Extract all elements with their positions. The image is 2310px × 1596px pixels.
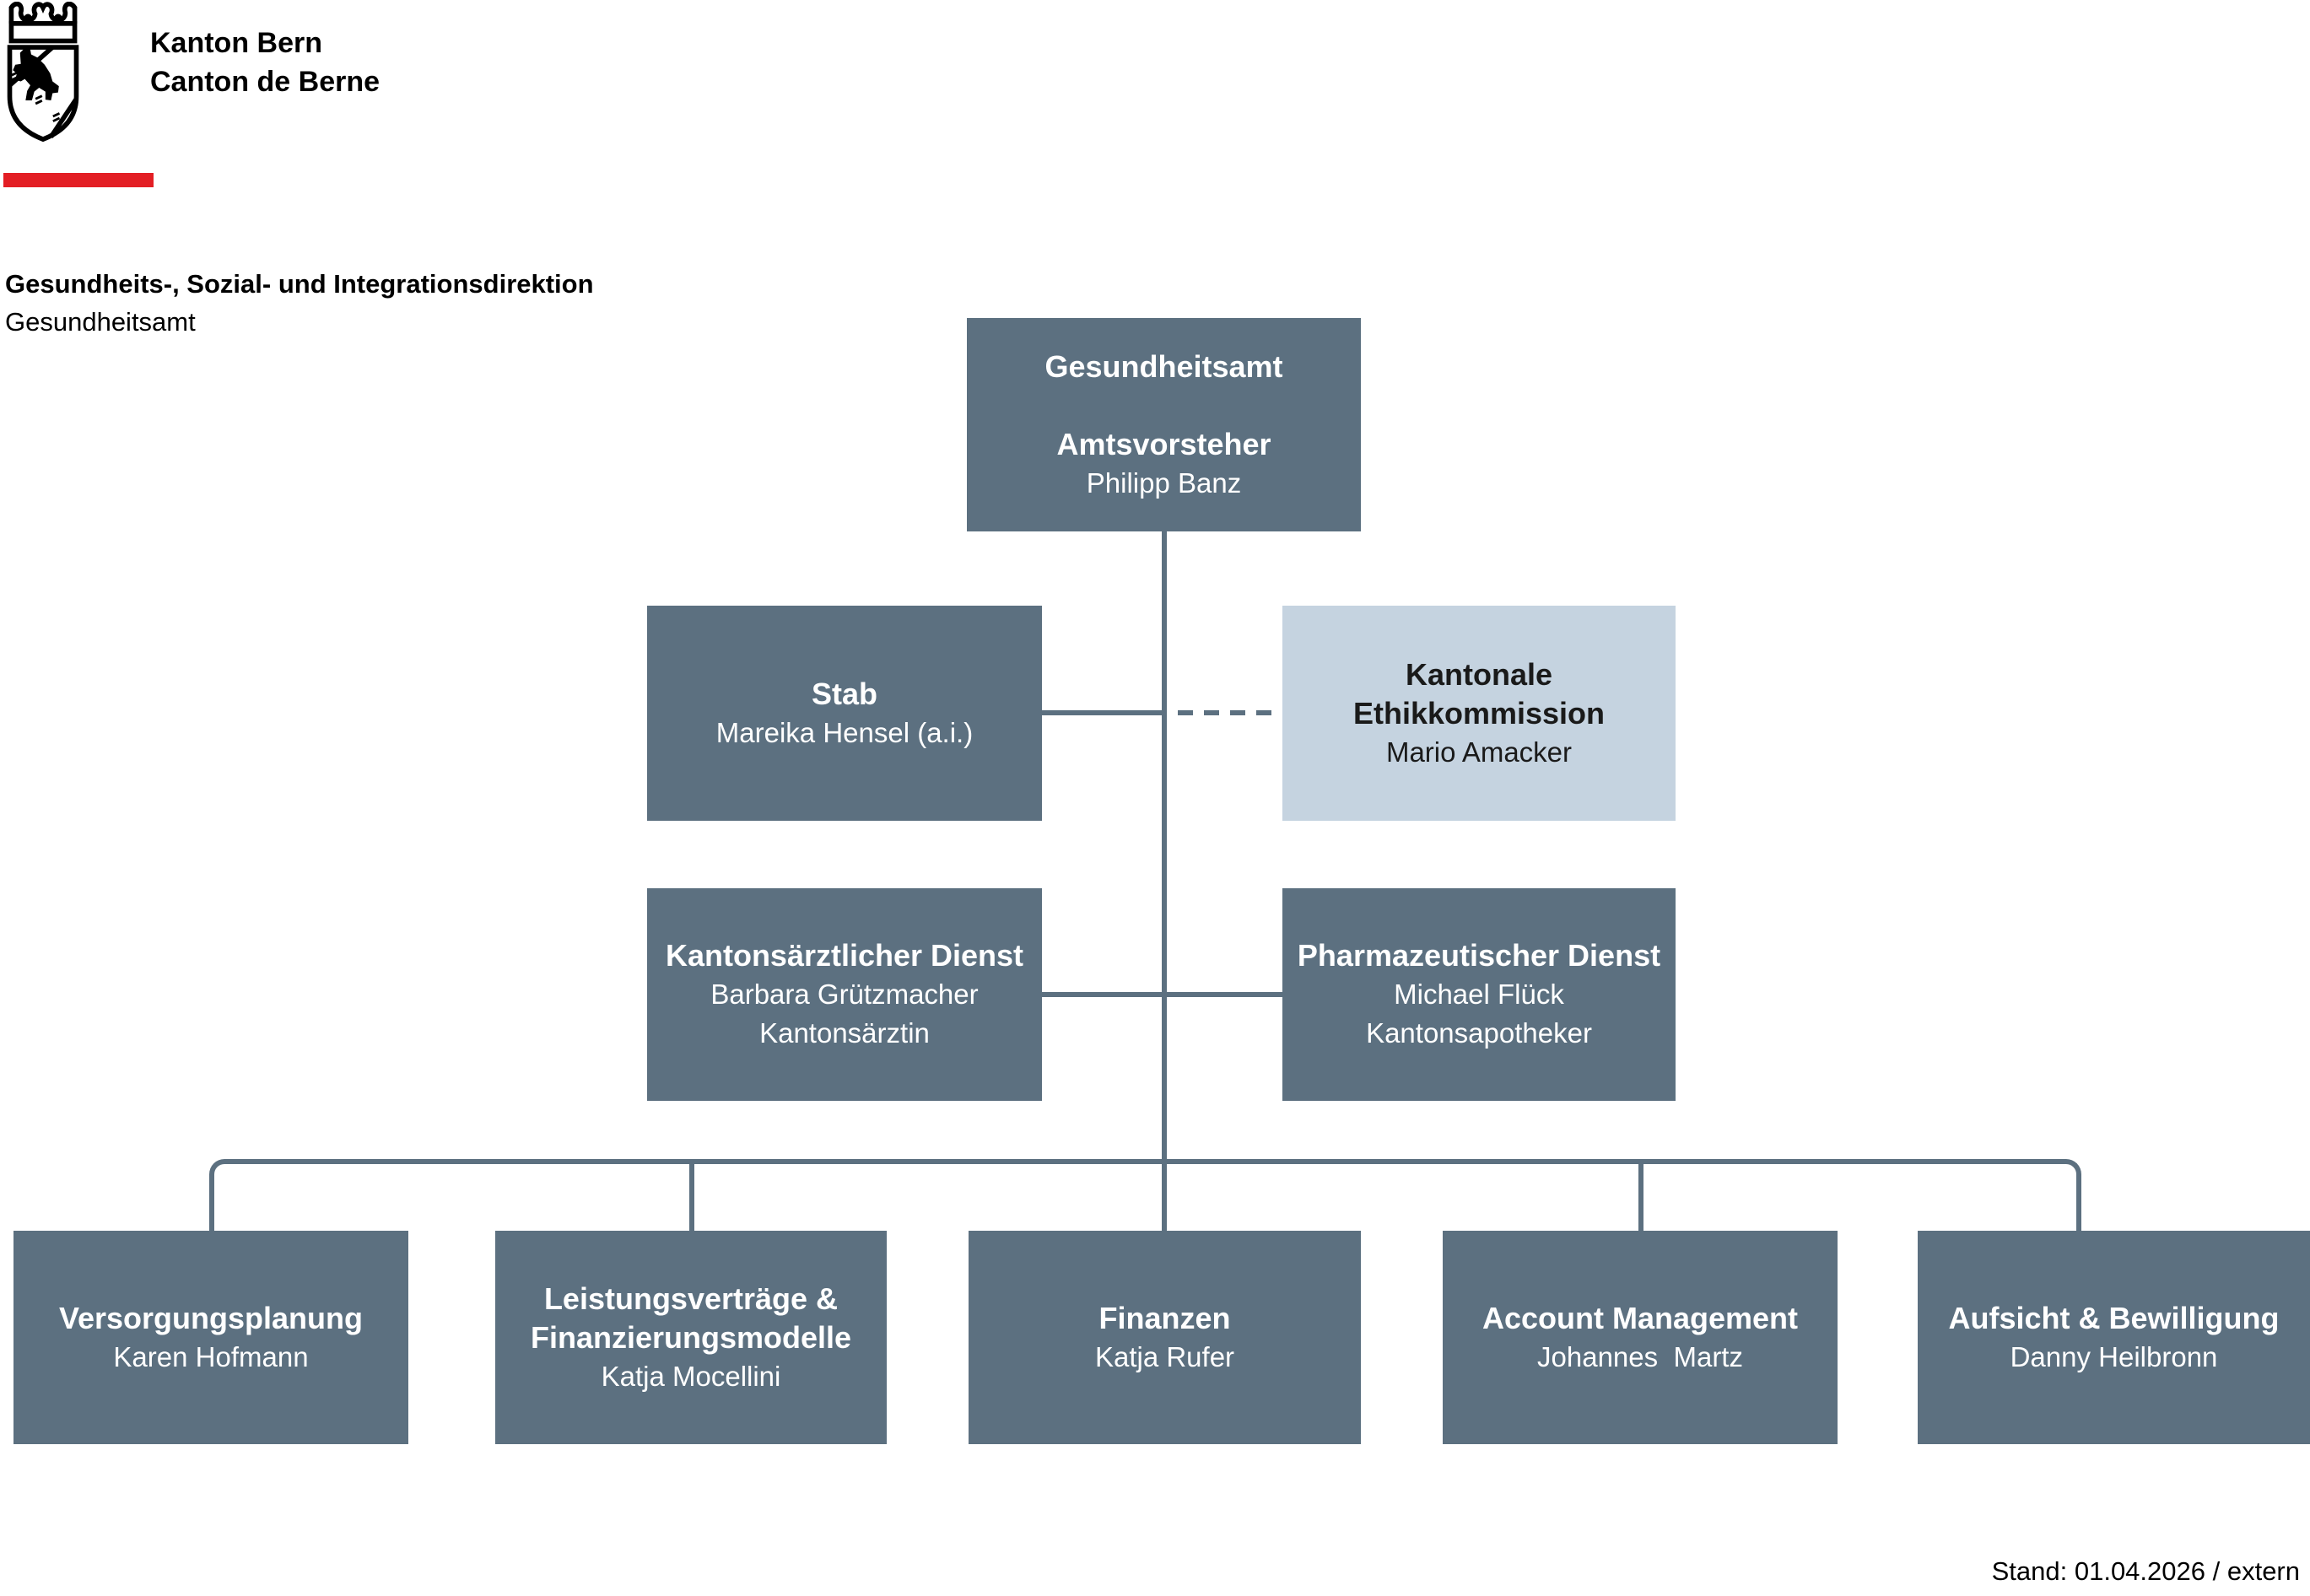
org-box-stab: Stab Mareika Hensel (a.i.) <box>647 606 1042 821</box>
org-unit-label: Finanzen <box>1098 1300 1231 1335</box>
org-person-label: Mareika Hensel (a.i.) <box>715 716 974 748</box>
org-unit-label: Kantonale Ethikkommission <box>1352 656 1606 731</box>
connector-stab-solid <box>1042 710 1167 715</box>
org-unit-label: Stab <box>811 676 877 711</box>
org-box-kantonsaerztlicher-dienst: Kantonsärztlicher Dienst Barbara Grützma… <box>647 888 1042 1101</box>
brand-line-fr: Canton de Berne <box>150 66 381 98</box>
org-box-versorgungsplanung: Versorgungsplanung Karen Hofmann <box>13 1231 408 1444</box>
org-person-label: Mario Amacker <box>1385 736 1573 768</box>
connector-vertical-main <box>1162 531 1167 1231</box>
red-accent-bar <box>3 173 154 187</box>
org-person-label: Philipp Banz <box>1086 466 1242 499</box>
org-person-label: Danny Heilbronn <box>2010 1340 2218 1372</box>
org-unit-label: Versorgungsplanung <box>58 1300 364 1335</box>
org-box-aufsicht-bewilligung: Aufsicht & Bewilligung Danny Heilbronn <box>1918 1231 2310 1444</box>
org-person-label: Katja Rufer <box>1094 1340 1235 1372</box>
org-box-pharmazeutischer-dienst: Pharmazeutischer Dienst Michael Flück Ka… <box>1282 888 1676 1101</box>
org-person-label: Johannes Martz <box>1537 1340 1743 1372</box>
connector-level3-branch <box>209 1159 2081 1231</box>
org-box-account-management: Account Management Johannes Martz <box>1443 1231 1838 1444</box>
org-role-label: Amtsvorsteher <box>1056 426 1271 461</box>
org-unit-label: Gesundheitsamt <box>1044 348 1283 384</box>
office-subtitle: Gesundheitsamt <box>5 307 196 337</box>
bern-coat-of-arms-icon <box>7 2 79 143</box>
org-role-label: Kantonsärztin <box>759 1017 930 1049</box>
org-unit-label: Leistungsverträge & Finanzierungsmodelle <box>530 1281 852 1355</box>
connector-dienste-solid <box>1042 992 1282 997</box>
org-person-label: Katja Mocellini <box>601 1360 781 1392</box>
department-title: Gesundheits-, Sozial- und Integrationsdi… <box>5 269 594 299</box>
org-role-label: Kantonsapotheker <box>1366 1017 1592 1049</box>
org-person-label: Barbara Grützmacher <box>710 979 979 1010</box>
org-person-label: Karen Hofmann <box>113 1340 309 1372</box>
brand-wordmark: Kanton Bern Canton de Berne <box>150 24 380 101</box>
connector-drop-leistungsvertraege <box>689 1159 694 1231</box>
org-box-leistungsvertraege-finanzierungsmodelle: Leistungsverträge & Finanzierungsmodelle… <box>495 1231 887 1444</box>
org-unit-label: Kantonsärztlicher Dienst <box>665 938 1024 973</box>
connector-drop-account-management <box>1638 1159 1643 1231</box>
org-unit-label: Pharmazeutischer Dienst <box>1297 938 1661 973</box>
org-person-label: Michael Flück <box>1394 979 1564 1010</box>
org-unit-label: Aufsicht & Bewilligung <box>1948 1300 2280 1335</box>
status-date-note: Stand: 01.04.2026 / extern <box>1991 1556 2300 1586</box>
org-box-kantonale-ethikkommission: Kantonale Ethikkommission Mario Amacker <box>1282 606 1676 821</box>
brand-line-de: Kanton Bern <box>150 27 322 59</box>
document-title: Gesundheits-, Sozial- und Integrationsdi… <box>5 265 594 341</box>
org-box-finanzen: Finanzen Katja Rufer <box>969 1231 1361 1444</box>
connector-ethikkommission-dashed <box>1167 710 1282 715</box>
org-unit-label: Account Management <box>1482 1300 1799 1335</box>
org-box-gesundheitsamt: Gesundheitsamt Amtsvorsteher Philipp Ban… <box>967 318 1361 531</box>
